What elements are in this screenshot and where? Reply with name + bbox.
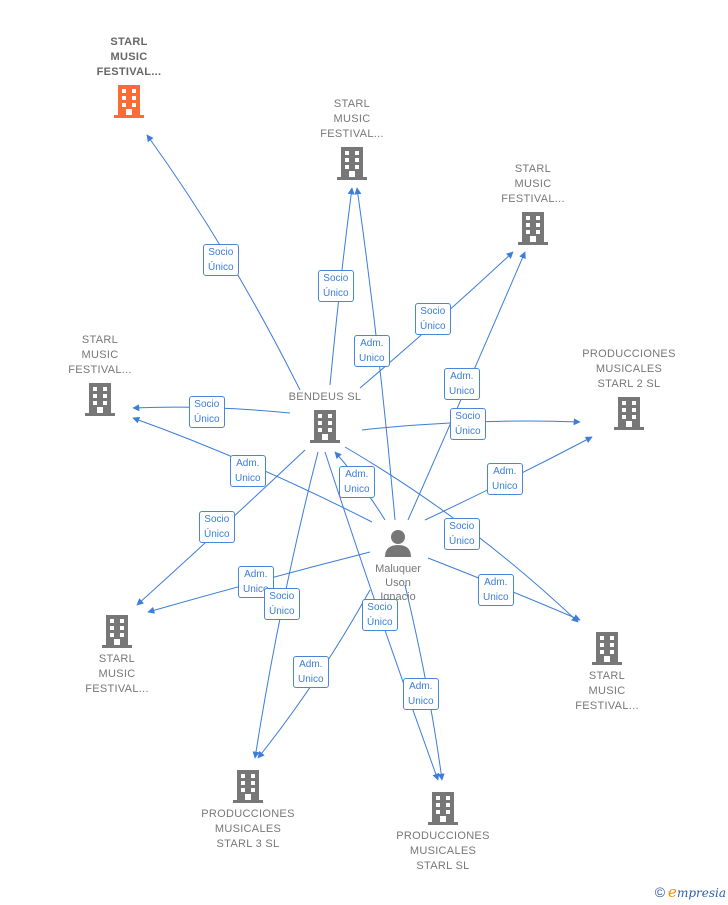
brand-logo-e: e — [668, 883, 677, 901]
building-icon — [233, 770, 263, 803]
relation-label[interactable]: Adm. Unico — [293, 656, 329, 688]
company-node-producciones-starl-2[interactable]: PRODUCCIONES MUSICALES STARL 2 SL — [564, 347, 694, 434]
relation-label[interactable]: Socio Único — [264, 588, 300, 620]
company-label: PRODUCCIONES MUSICALES STARL 3 SL — [201, 808, 295, 850]
relation-label[interactable]: Socio Único — [318, 270, 354, 302]
company-node-starl-bottom-left[interactable]: STARL MUSIC FESTIVAL... — [52, 610, 182, 697]
building-icon — [428, 792, 458, 825]
building-icon — [102, 615, 132, 648]
building-icon — [310, 410, 340, 443]
relation-label[interactable]: Socio Único — [444, 518, 480, 550]
relation-label[interactable]: Socio Único — [362, 599, 398, 631]
relation-label[interactable]: Socio Único — [450, 408, 486, 440]
company-node-starl-top-right[interactable]: STARL MUSIC FESTIVAL... — [468, 162, 598, 249]
company-node-starl-left[interactable]: STARL MUSIC FESTIVAL... — [35, 333, 165, 420]
person-icon — [385, 530, 411, 557]
brand-footer[interactable]: ©empresia — [655, 883, 726, 901]
relation-label[interactable]: Socio Único — [199, 511, 235, 543]
person-label: Maluquer Uson Ignacio — [375, 563, 421, 603]
company-label: STARL MUSIC FESTIVAL... — [501, 163, 565, 205]
company-node-starl-top-left[interactable]: STARL MUSIC FESTIVAL... — [64, 35, 194, 122]
building-icon — [337, 147, 367, 180]
company-label: PRODUCCIONES MUSICALES STARL 2 SL — [582, 348, 676, 390]
company-node-starl-top-center[interactable]: STARL MUSIC FESTIVAL... — [287, 97, 417, 184]
relation-label[interactable]: Adm. Unico — [403, 678, 439, 710]
relation-label[interactable]: Socio Único — [415, 303, 451, 335]
company-label: STARL MUSIC FESTIVAL... — [68, 334, 132, 376]
relation-label[interactable]: Adm. Unico — [339, 466, 375, 498]
copyright-symbol: © — [654, 884, 666, 900]
relation-label[interactable]: Adm. Unico — [478, 574, 514, 606]
company-label: STARL MUSIC FESTIVAL... — [320, 98, 384, 140]
building-icon — [592, 632, 622, 665]
person-node[interactable]: Maluquer Uson Ignacio — [343, 528, 453, 604]
relation-label[interactable]: Adm. Unico — [230, 455, 266, 487]
relation-label[interactable]: Adm. Unico — [487, 463, 523, 495]
company-label: PRODUCCIONES MUSICALES STARL SL — [396, 830, 490, 872]
company-label: STARL MUSIC FESTIVAL... — [96, 36, 162, 78]
company-node-producciones-starl-3[interactable]: PRODUCCIONES MUSICALES STARL 3 SL — [183, 765, 313, 852]
company-label: BENDEUS SL — [288, 391, 362, 403]
relation-label[interactable]: Socio Único — [203, 244, 239, 276]
company-node-producciones-starl[interactable]: PRODUCCIONES MUSICALES STARL SL — [378, 787, 508, 874]
company-label: STARL MUSIC FESTIVAL... — [575, 670, 639, 712]
company-label: STARL MUSIC FESTIVAL... — [85, 653, 149, 695]
company-node-starl-bottom-right[interactable]: STARL MUSIC FESTIVAL... — [542, 627, 672, 714]
relation-label[interactable]: Adm. Unico — [444, 368, 480, 400]
relation-label[interactable]: Adm. Unico — [354, 335, 390, 367]
brand-logo-text: mpresia — [676, 886, 726, 900]
building-icon — [518, 212, 548, 245]
building-icon — [85, 383, 115, 416]
relation-label[interactable]: Socio Único — [189, 396, 225, 428]
building-icon — [114, 85, 144, 118]
building-icon — [614, 397, 644, 430]
company-node-bendeus[interactable]: BENDEUS SL — [260, 390, 390, 447]
